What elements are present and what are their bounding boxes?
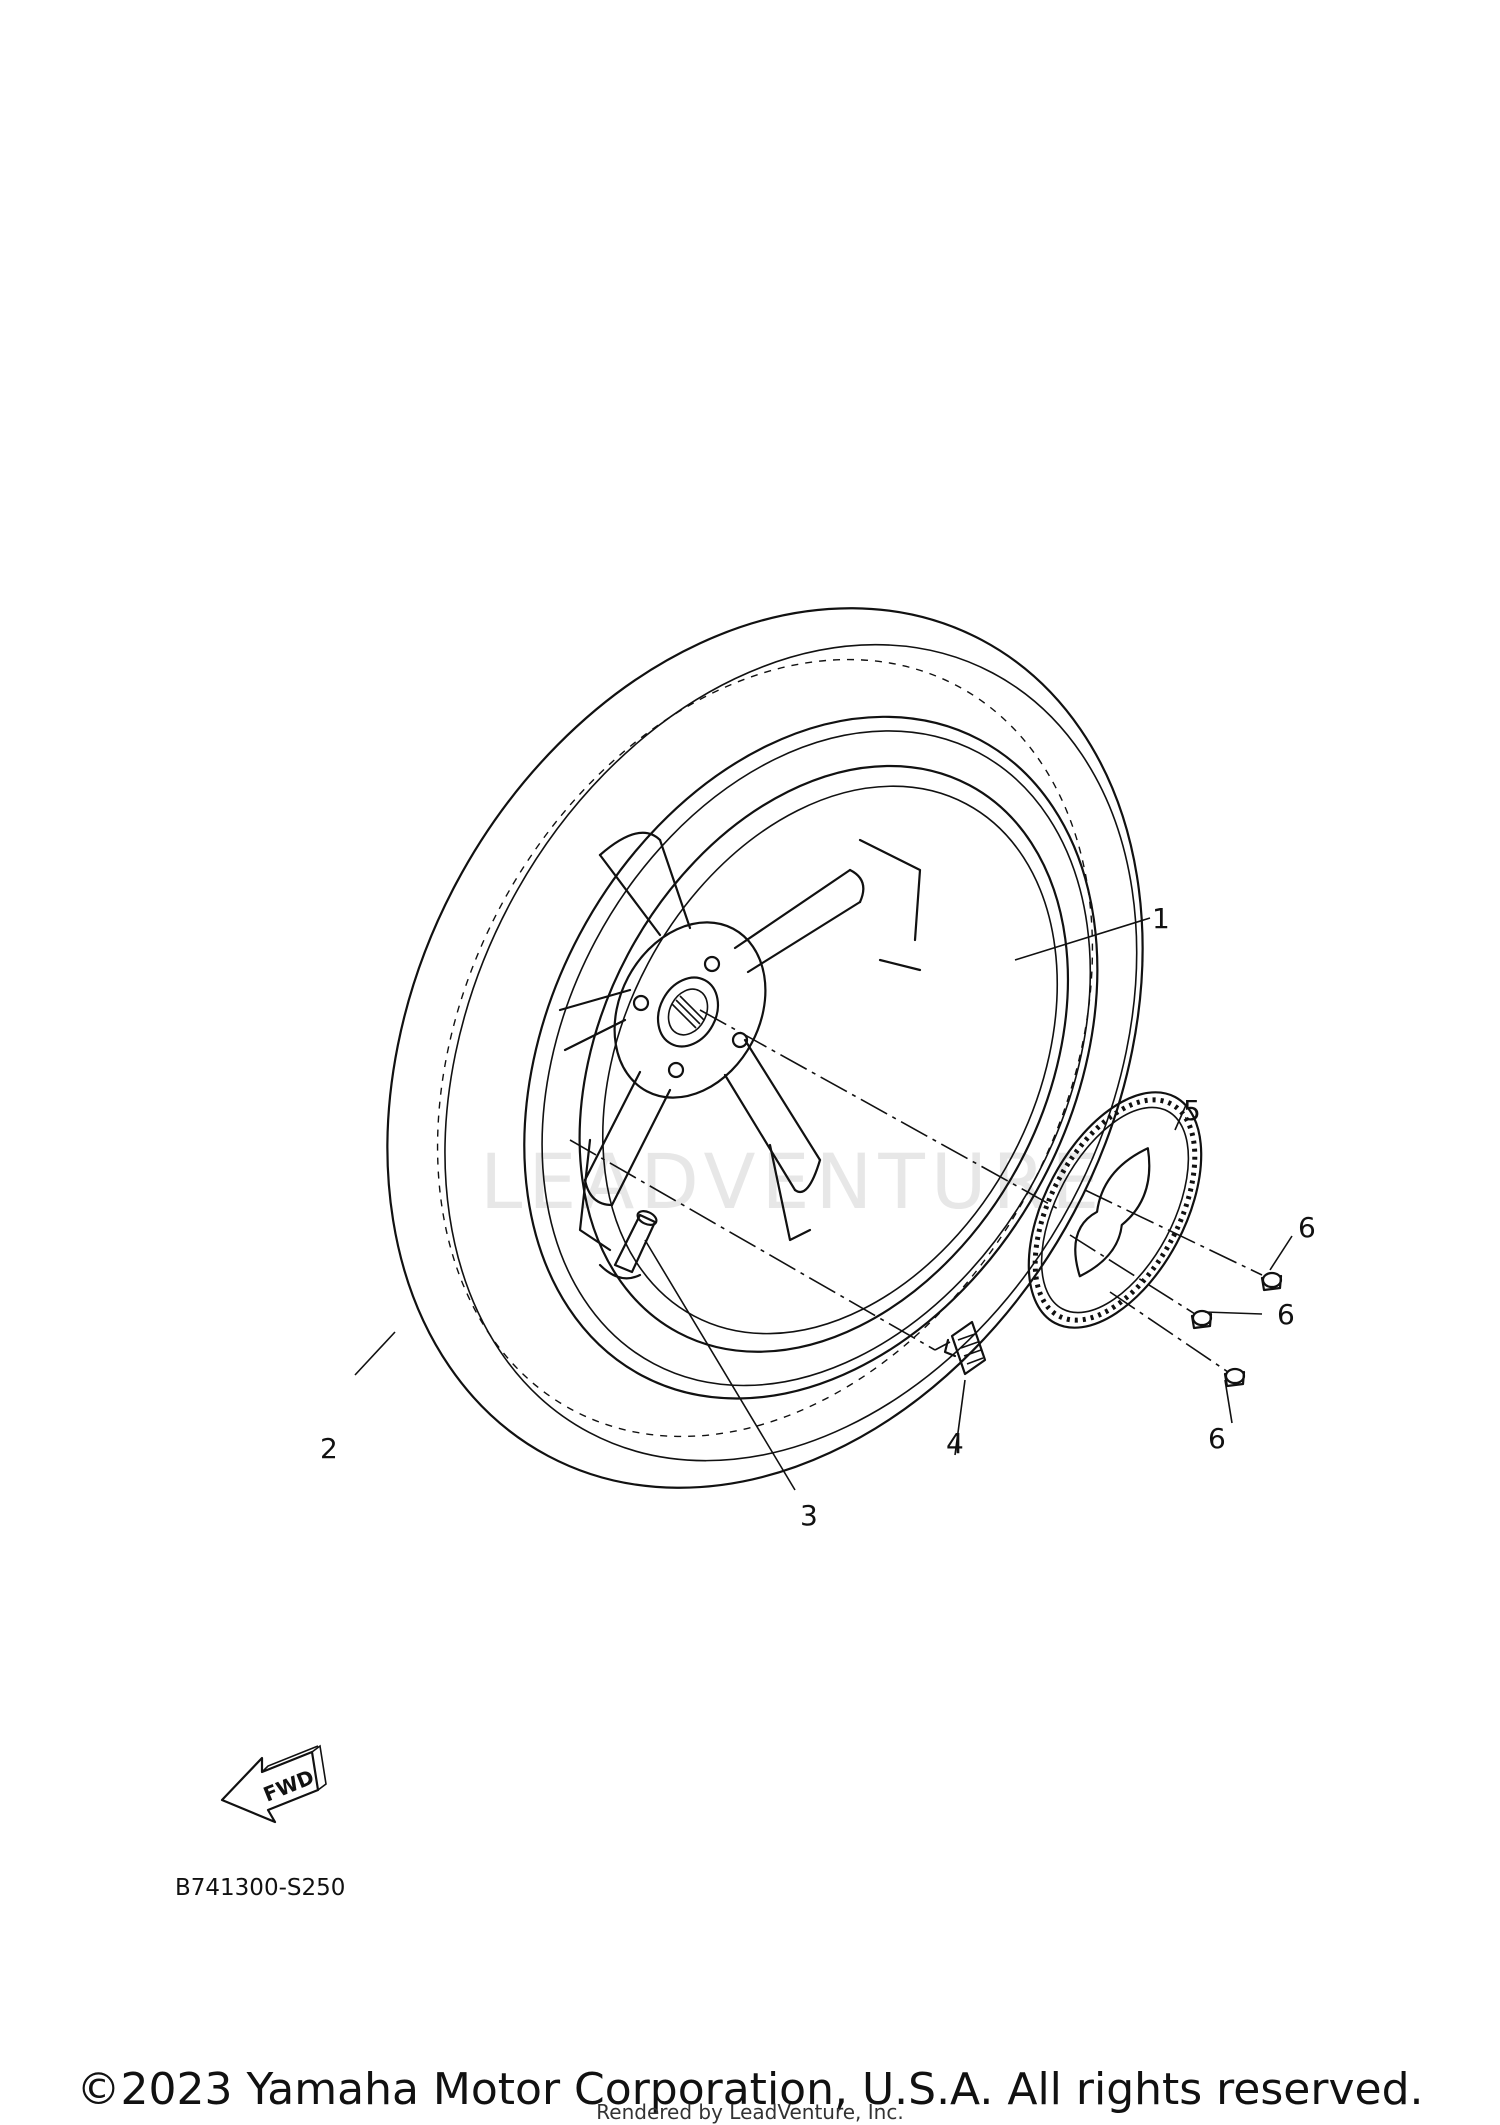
wheel-assembly [386, 607, 1144, 1489]
bolt [1223, 1367, 1246, 1388]
hub-bolt [703, 955, 721, 973]
wheel-hub [613, 921, 767, 1099]
bolt [1260, 1271, 1283, 1292]
callout-4: 4 [946, 1427, 964, 1460]
fwd-arrow-icon: FWD [220, 1744, 327, 1824]
leader-lines [354, 917, 1293, 1491]
rim-well [602, 785, 1059, 1335]
diagram-code: B741300-S250 [175, 1875, 345, 1901]
wheel-spokes [558, 831, 922, 1252]
valve-stem [598, 1210, 658, 1280]
sensor-rotor [1027, 1091, 1203, 1329]
rim-outer [523, 715, 1099, 1400]
callout-3: 3 [800, 1499, 818, 1532]
callout-6: 6 [1277, 1298, 1295, 1331]
watermark: LEADVENTURE [480, 1137, 1105, 1226]
copyright-notice: ©2023 Yamaha Motor Corporation, U.S.A. A… [76, 2064, 1424, 2115]
callout-2: 2 [320, 1432, 338, 1465]
callout-5: 5 [1183, 1094, 1201, 1127]
callout-6: 6 [1208, 1422, 1226, 1455]
callout-1: 1 [1152, 902, 1170, 935]
hub-spline [667, 988, 709, 1036]
tire-outer-edge [386, 607, 1144, 1489]
hub-bearing [656, 976, 720, 1048]
bolt [1190, 1309, 1213, 1330]
tire-shoulder [444, 643, 1138, 1462]
hidden-edge [436, 658, 1094, 1438]
rim-lip [541, 730, 1092, 1387]
hub-outer [613, 921, 767, 1099]
hub-bolt [632, 994, 650, 1012]
callout-6: 6 [1298, 1211, 1316, 1244]
rim-inner [578, 764, 1070, 1353]
hub-bolt [667, 1061, 685, 1079]
rendered-by-notice: Rendered by LeadVenture, Inc. [596, 2100, 904, 2124]
fwd-label: FWD [260, 1765, 318, 1807]
